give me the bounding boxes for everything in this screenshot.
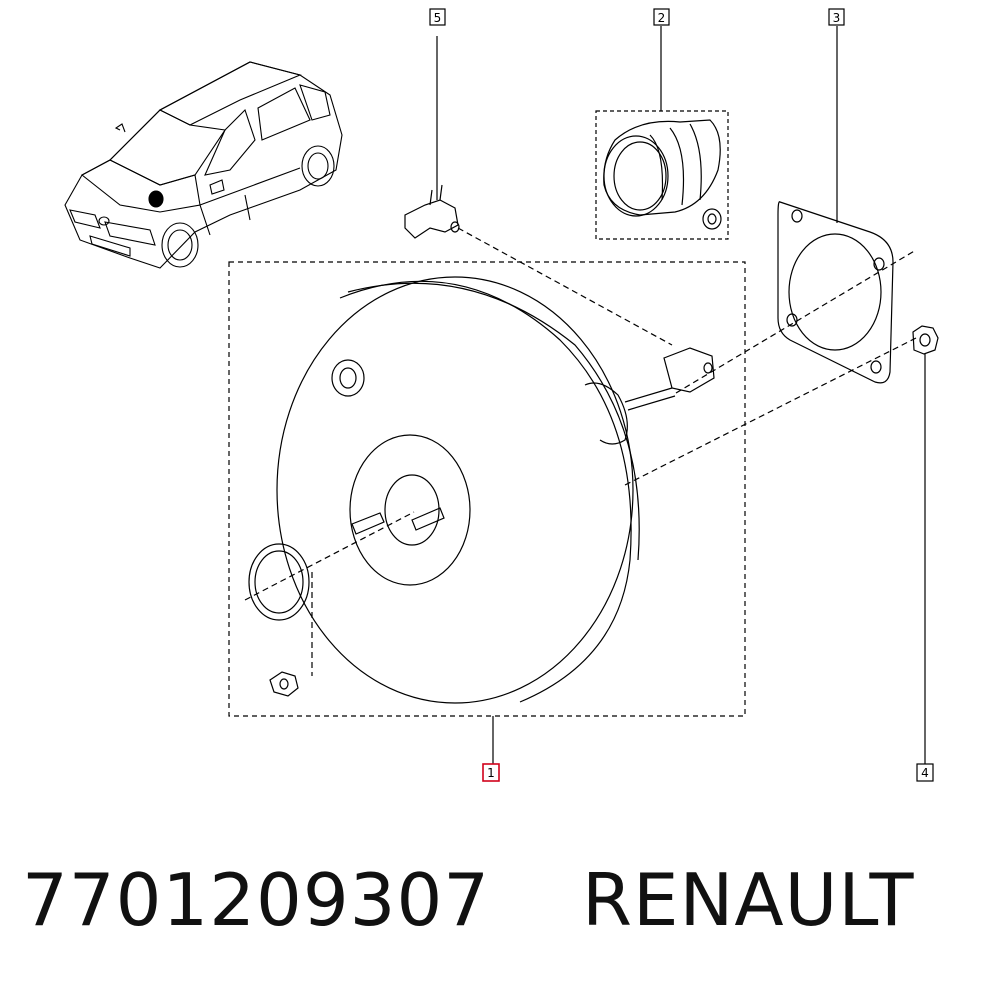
- callout-2-label: 2: [658, 11, 666, 25]
- part-2-boot: [595, 26, 729, 240]
- car-illustration: [64, 61, 343, 269]
- callout-1-label: 1: [487, 766, 495, 780]
- callout-5: 5: [429, 8, 446, 26]
- part-4-nut: [912, 325, 939, 764]
- product-caption: 7701209307 RENAULT: [22, 858, 915, 942]
- callout-3-label: 3: [833, 11, 841, 25]
- callout-5-label: 5: [434, 11, 442, 25]
- part-number: 7701209307: [22, 858, 491, 942]
- brand-name: RENAULT: [581, 858, 915, 942]
- part-1-brake-booster: [228, 249, 919, 764]
- callout-3: 3: [828, 8, 845, 26]
- callout-4-label: 4: [921, 766, 929, 780]
- callout-4: 4: [916, 763, 934, 782]
- callout-2: 2: [653, 8, 670, 26]
- part-5-clip: [404, 36, 673, 346]
- part-3-gasket: [777, 26, 894, 384]
- location-marker: [148, 190, 164, 208]
- callout-1: 1: [482, 763, 500, 782]
